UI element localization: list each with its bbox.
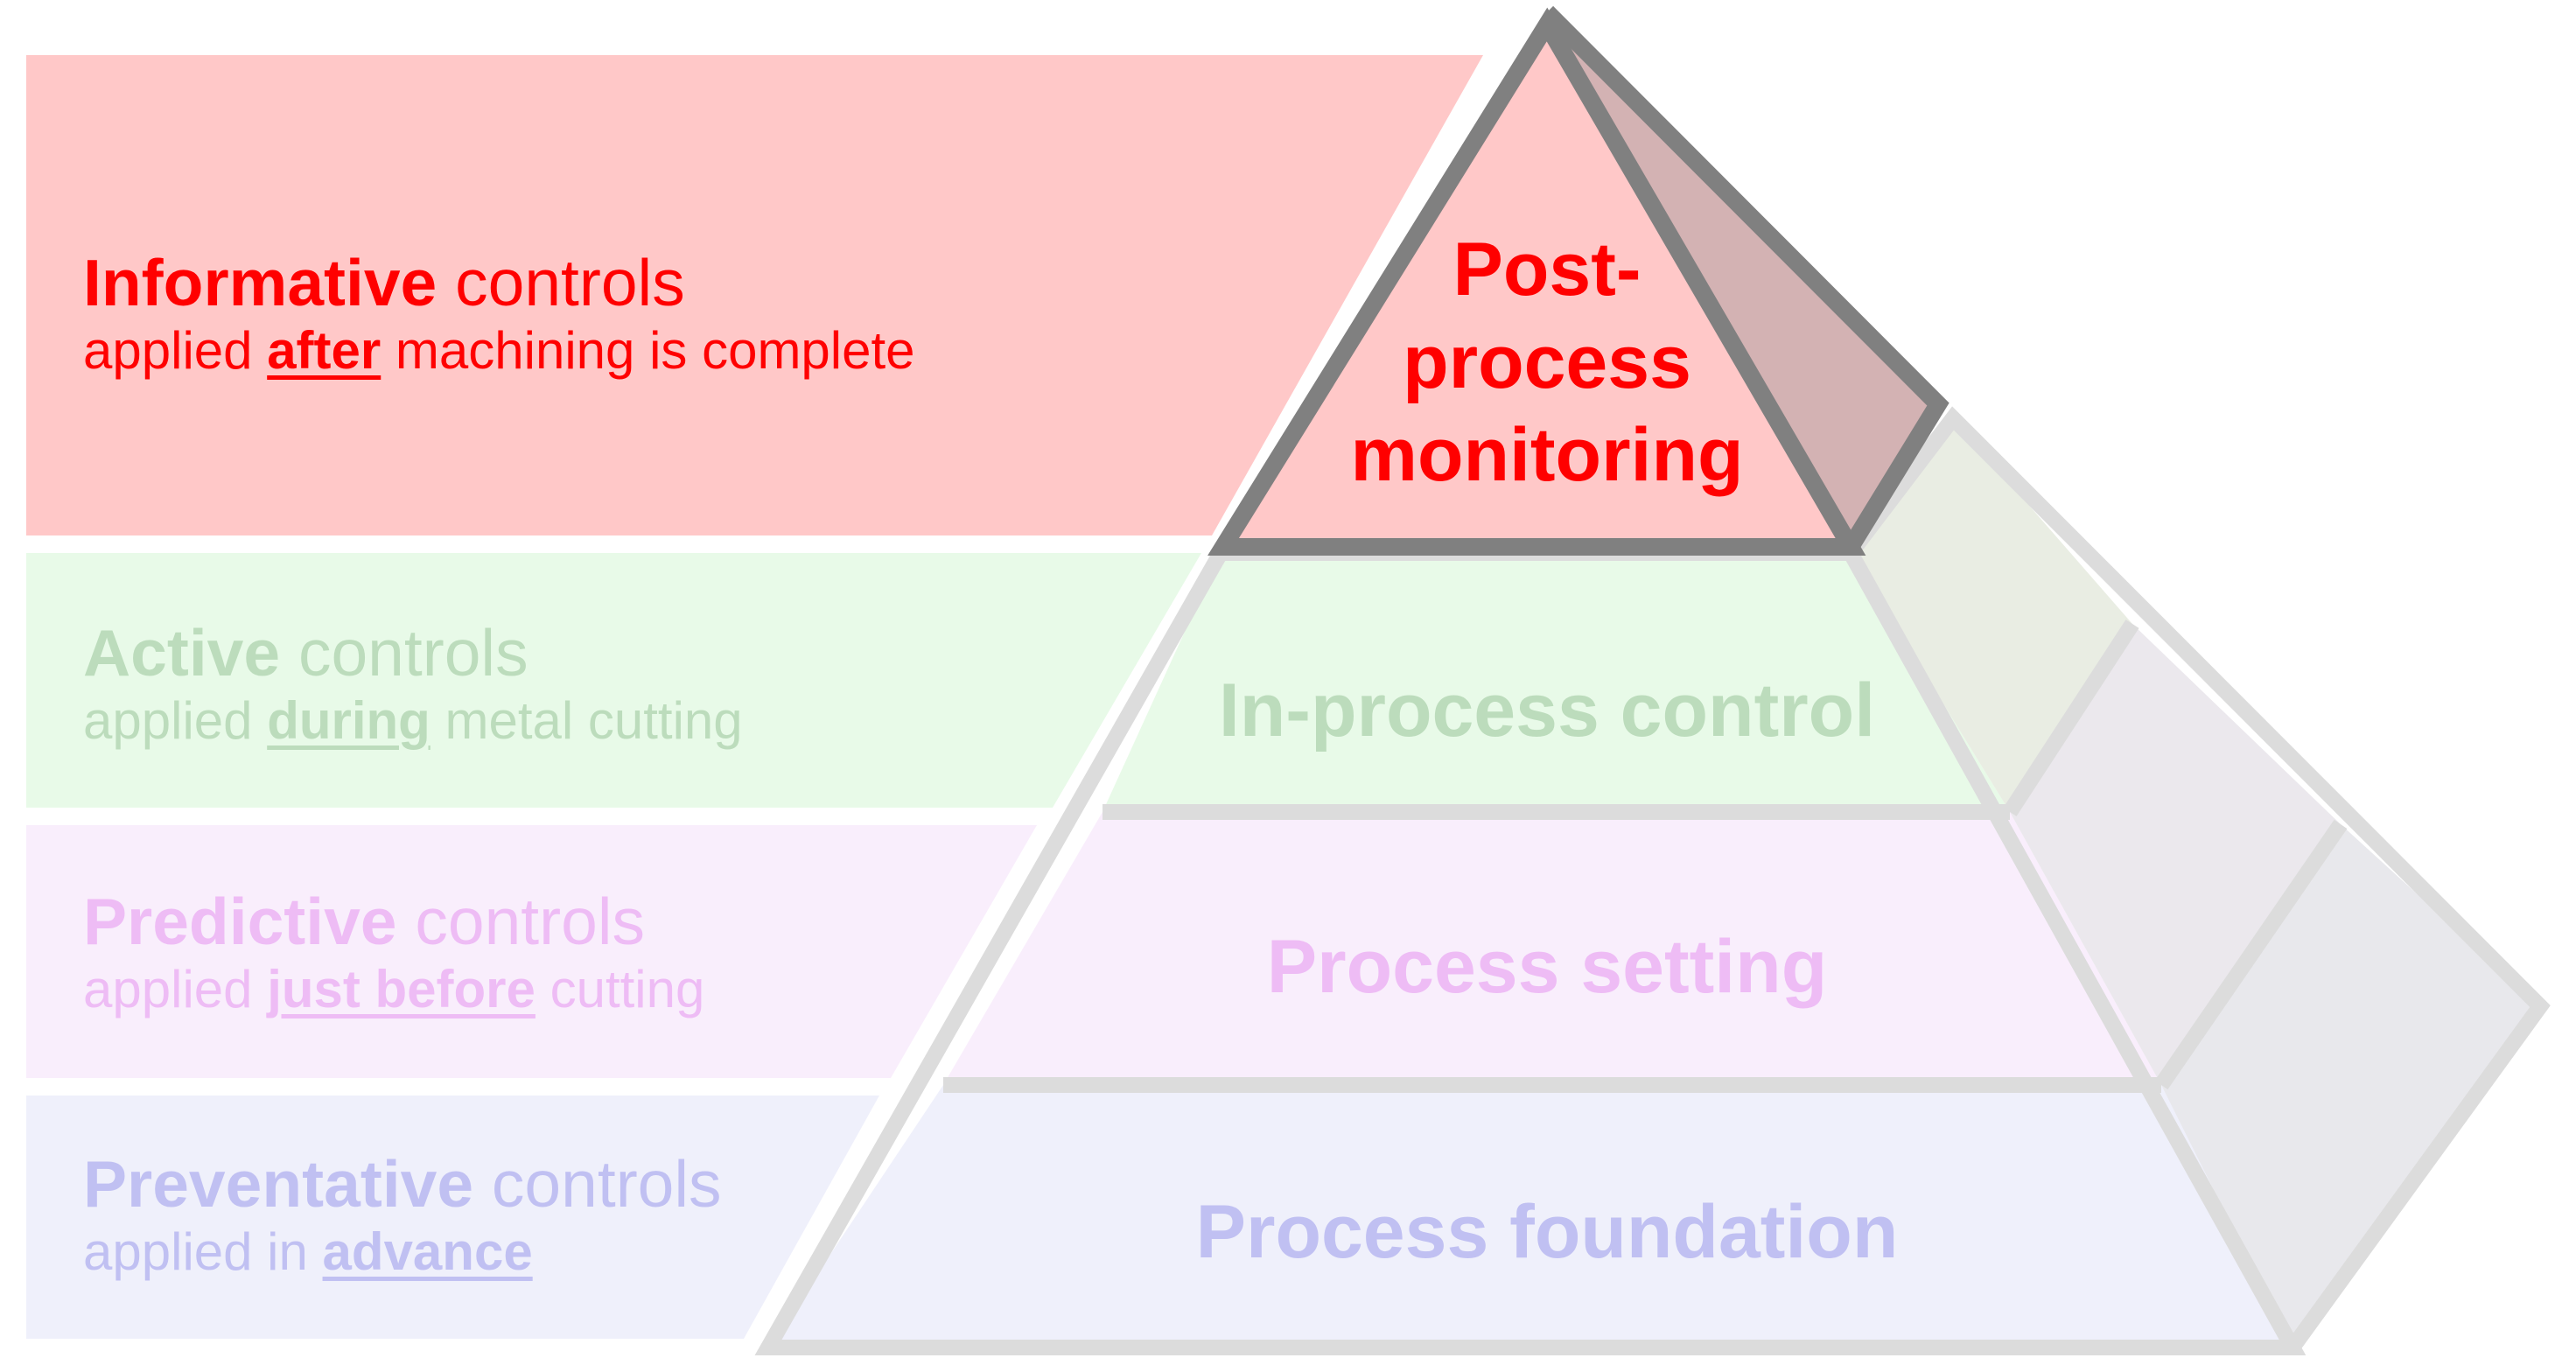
label-preventative-title: Preventative controls — [83, 1146, 722, 1222]
label-active: Active controls applied during metal cut… — [83, 615, 743, 752]
band-predictive — [26, 825, 1037, 1078]
band-preventative — [26, 1096, 879, 1339]
pyramid-label-process-foundation: Process foundation — [1195, 1190, 1899, 1274]
label-preventative-subtitle: applied in advance — [83, 1222, 722, 1283]
label-predictive-suffix: cutting — [535, 960, 705, 1018]
band-informative — [26, 55, 1483, 536]
pyramid-label-line-3: monitoring — [1350, 413, 1744, 497]
label-informative-strong: Informative — [83, 246, 438, 319]
label-informative: Informative controls applied after machi… — [83, 245, 915, 382]
label-preventative: Preventative controls applied in advance — [83, 1146, 722, 1283]
label-preventative-emph: advance — [322, 1222, 533, 1281]
label-active-prefix: applied — [83, 691, 268, 750]
pyramid-label-line-2: process — [1403, 320, 1691, 404]
label-preventative-rest: controls — [473, 1147, 722, 1221]
pyramid-label-line-1: Post- — [1452, 228, 1642, 312]
label-active-suffix: metal cutting — [430, 691, 743, 750]
label-predictive: Predictive controls applied just before … — [83, 884, 704, 1020]
side-face-predictive — [2010, 624, 2341, 1085]
tier-active-fill — [1102, 553, 2010, 812]
label-active-rest: controls — [280, 616, 528, 690]
label-active-title: Active controls — [83, 615, 743, 690]
label-active-emph: during — [267, 691, 430, 750]
tier-predictive-fill — [943, 812, 2161, 1085]
tier-informative-fill — [1223, 24, 1851, 547]
band-active — [26, 553, 1201, 808]
side-face-active — [1851, 418, 2132, 812]
label-predictive-title: Predictive controls — [83, 884, 704, 959]
label-predictive-strong: Predictive — [83, 885, 397, 958]
label-informative-emph: after — [267, 321, 382, 380]
pyramid-label-in-process: In-process control — [1218, 668, 1876, 752]
tier-preventative-fill — [768, 1085, 2292, 1348]
pyramid-label-post-process: Post- process monitoring — [1284, 223, 1810, 501]
tier-informative-side — [1547, 24, 1938, 547]
label-predictive-rest: controls — [396, 885, 645, 958]
label-preventative-prefix: applied in — [83, 1222, 323, 1281]
label-informative-rest: controls — [437, 246, 685, 319]
label-informative-prefix: applied — [83, 321, 268, 380]
label-predictive-prefix: applied — [83, 960, 268, 1018]
label-informative-suffix: machining is complete — [381, 321, 915, 380]
label-preventative-strong: Preventative — [83, 1147, 474, 1221]
label-active-subtitle: applied during metal cutting — [83, 690, 743, 752]
label-informative-subtitle: applied after machining is complete — [83, 320, 915, 382]
label-active-strong: Active — [83, 616, 281, 690]
pyramid-label-process-setting: Process setting — [1266, 925, 1828, 1009]
label-predictive-emph: just before — [267, 960, 536, 1018]
label-informative-title: Informative controls — [83, 245, 915, 320]
label-predictive-subtitle: applied just before cutting — [83, 959, 704, 1020]
